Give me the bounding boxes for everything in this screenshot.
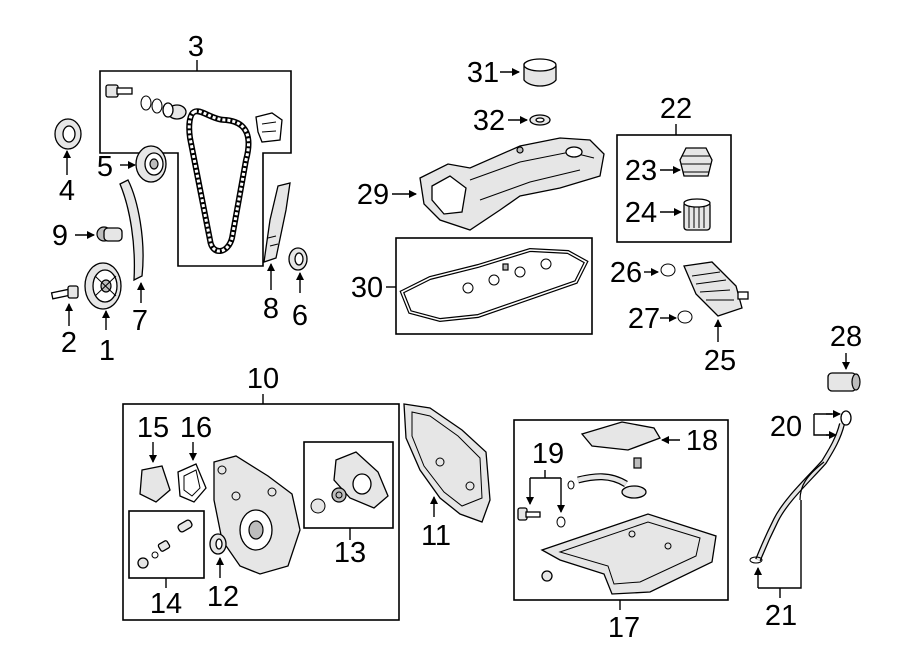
- callout-28: 28: [830, 321, 862, 353]
- oil-filter-element-icon: [683, 198, 711, 231]
- oil-pan-icon: [540, 513, 717, 595]
- callout-25: 25: [704, 345, 736, 377]
- callout-4: 4: [59, 175, 75, 207]
- oil-cooler-icon: [683, 261, 749, 317]
- callout-8: 8: [263, 293, 279, 325]
- callout-7: 7: [132, 305, 148, 337]
- callout-17: 17: [608, 612, 640, 644]
- callout-30: 30: [351, 272, 383, 304]
- callout-10: 10: [247, 363, 279, 395]
- callout-23: 23: [625, 155, 657, 187]
- bolt-icon: [633, 457, 642, 469]
- drain-plug-icon: [517, 507, 541, 521]
- front-seal-icon: [209, 533, 227, 555]
- callout-9: 9: [52, 220, 68, 252]
- valve-cover-gasket-icon: [399, 247, 589, 323]
- callout-11: 11: [421, 520, 451, 552]
- callout-numbers: 3 4 5 9 7 2 1 8 6 31 32 29 30 22 23 24 2…: [52, 31, 862, 644]
- callout-1: 1: [99, 335, 115, 367]
- timing-bolt-icon: [105, 84, 133, 98]
- valve-cover-icon: [419, 137, 605, 231]
- callout-6: 6: [292, 300, 308, 332]
- crank-seal-icon: [54, 118, 82, 150]
- callout-14: 14: [150, 588, 182, 620]
- timing-chain-kit-group: [99, 60, 292, 267]
- drain-washer-icon: [556, 516, 566, 528]
- oil-filter-cap-icon: [679, 147, 713, 177]
- front-cover-icon: [213, 455, 301, 575]
- callout-31: 31: [467, 57, 499, 89]
- o-ring-icon: [660, 263, 676, 277]
- oil-pickup-tube-icon: [577, 473, 647, 499]
- callout-22: 22: [660, 93, 692, 125]
- oil-filler-cap-icon: [523, 58, 557, 87]
- callout-15: 15: [137, 412, 169, 444]
- seal-ring-icon: [288, 247, 308, 271]
- callout-27: 27: [628, 303, 660, 335]
- dipstick-tube-icon: [749, 410, 852, 564]
- oil-pump-icon: [310, 451, 389, 514]
- callout-5: 5: [97, 151, 113, 183]
- callout-21: 21: [765, 600, 797, 632]
- callout-19: 19: [532, 438, 564, 470]
- callout-18: 18: [686, 425, 718, 457]
- cover-plate-icon: [139, 465, 171, 503]
- oil-pan-shield-icon: [580, 421, 661, 451]
- cap-seal-icon: [529, 114, 551, 126]
- callout-32: 32: [473, 105, 505, 137]
- o-ring-icon: [677, 310, 693, 324]
- crank-pulley-icon: [84, 262, 122, 310]
- chain-tensioner-icon: [255, 112, 283, 143]
- oil-sensor-icon: [827, 372, 861, 392]
- callout-26: 26: [610, 257, 642, 289]
- callout-12: 12: [207, 581, 239, 613]
- callout-20: 20: [770, 411, 802, 443]
- callout-24: 24: [625, 197, 657, 229]
- pulley-bolt-icon: [50, 285, 79, 300]
- callout-13: 13: [334, 537, 366, 569]
- callout-29: 29: [357, 179, 389, 211]
- timing-cover-gasket-icon: [403, 403, 491, 523]
- chain-guide-rail-icon: [263, 182, 291, 263]
- tensioner-plunger-icon: [96, 226, 123, 242]
- callout-16: 16: [180, 412, 212, 444]
- timing-sleeve-icon: [162, 102, 187, 120]
- timing-chain-icon: [186, 108, 252, 254]
- callout-2: 2: [61, 327, 77, 359]
- sprocket-icon: [135, 145, 167, 183]
- cover-gasket-icon: [177, 463, 207, 503]
- chain-guide-icon: [119, 179, 144, 282]
- plug-kit-icon: [137, 519, 193, 569]
- pan-plug-icon: [541, 570, 553, 582]
- callout-3: 3: [188, 31, 204, 63]
